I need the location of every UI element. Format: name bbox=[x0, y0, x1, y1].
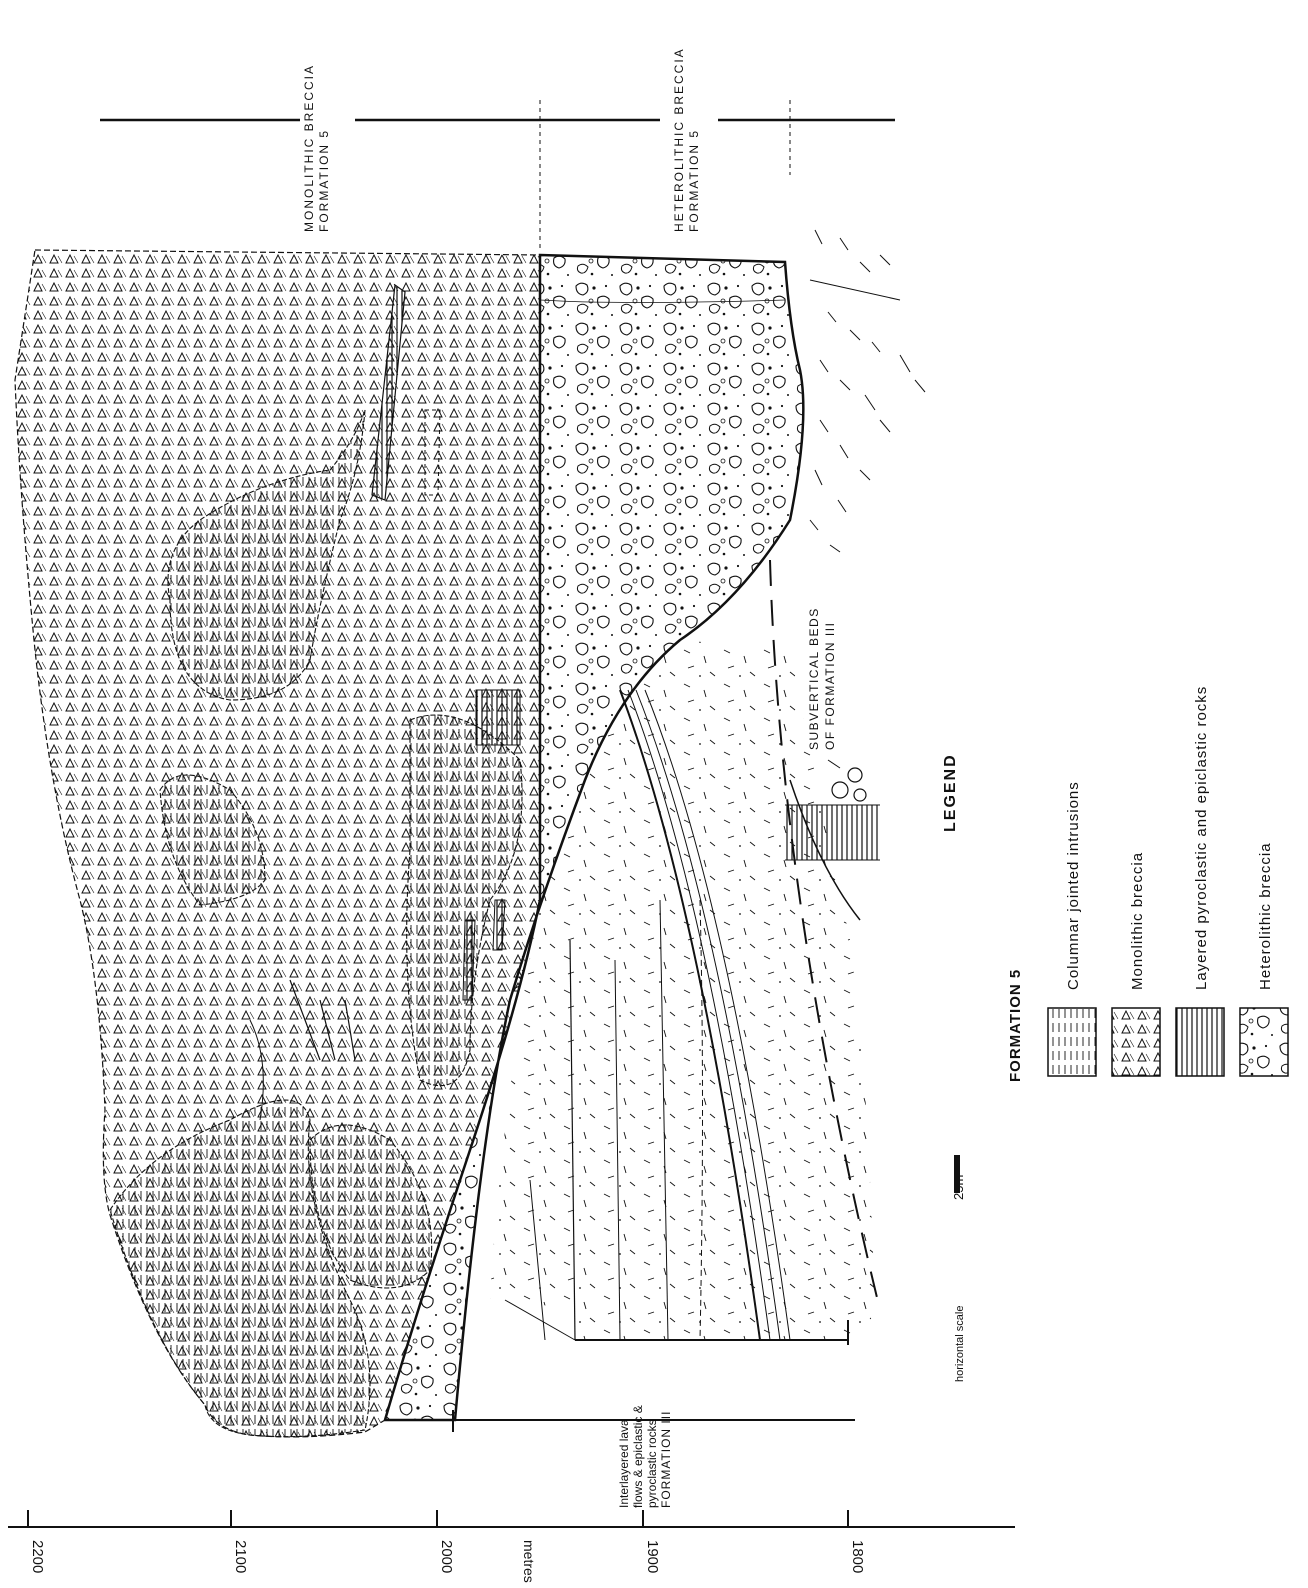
interlayered-line-1: Interlayered lava bbox=[617, 1419, 631, 1508]
label-heterolithic-breccia: HETEROLITHIC BRECCIA bbox=[672, 47, 686, 232]
label-monolithic-formation: FORMATION 5 bbox=[317, 129, 331, 232]
formation-bracket-top: MONOLITHIC BRECCIA FORMATION 5 HETEROLIT… bbox=[100, 47, 895, 250]
label-interlayered: Interlayered lava flows & epiclastic & p… bbox=[617, 1405, 673, 1508]
axis-label-metres: metres bbox=[521, 1540, 537, 1583]
subvertical-line-2: OF FORMATION III bbox=[823, 622, 837, 750]
scale-bar bbox=[954, 1155, 960, 1193]
elevation-axis: 2200 2100 2000 1900 1800 metres bbox=[8, 1510, 1015, 1583]
legend-label-monolithic: Monolithic breccia bbox=[1129, 852, 1146, 990]
legend-label-layered: Layered pyroclastic and epiclastic rocks bbox=[1193, 686, 1210, 990]
cross-section-body bbox=[15, 230, 925, 1437]
legend-item-layered: Layered pyroclastic and epiclastic rocks bbox=[1176, 686, 1224, 1076]
interlayered-line-3: pyroclastic rocks bbox=[645, 1419, 659, 1508]
scale-label: horizontal scale bbox=[954, 1306, 966, 1382]
layered-band-2 bbox=[476, 690, 520, 745]
legend-item-heterolithic: Heterolithic breccia bbox=[1240, 842, 1288, 1076]
tick-label-2000: 2000 bbox=[438, 1540, 455, 1573]
legend-item-monolithic: Monolithic breccia bbox=[1112, 852, 1160, 1076]
tick-label-2100: 2100 bbox=[232, 1540, 249, 1573]
interlayered-line-4: FORMATION III bbox=[659, 1411, 673, 1508]
horizontal-scale: horizontal scale 25m bbox=[951, 1155, 966, 1382]
legend-group: FORMATION 5 bbox=[1007, 969, 1024, 1082]
tick-label-2200: 2200 bbox=[29, 1540, 46, 1573]
formation-iii-dashes-top bbox=[810, 230, 925, 552]
legend-item-columnar: Columnar jointed intrusions bbox=[1048, 781, 1096, 1076]
label-monolithic-breccia: MONOLITHIC BRECCIA bbox=[302, 64, 316, 232]
label-subvertical: SUBVERTICAL BEDS OF FORMATION III bbox=[807, 607, 837, 750]
tick-label-1800: 1800 bbox=[849, 1540, 866, 1573]
subvertical-line-1: SUBVERTICAL BEDS bbox=[807, 607, 821, 750]
legend-label-columnar: Columnar jointed intrusions bbox=[1065, 781, 1082, 990]
tick-label-1900: 1900 bbox=[644, 1540, 661, 1573]
legend: LEGEND FORMATION 5 Columnar jointed intr… bbox=[942, 686, 1288, 1082]
interlayered-line-2: flows & epiclastic & bbox=[631, 1405, 645, 1508]
legend-label-heterolithic: Heterolithic breccia bbox=[1257, 842, 1274, 990]
legend-title: LEGEND bbox=[942, 753, 959, 832]
label-heterolithic-formation: FORMATION 5 bbox=[687, 129, 701, 232]
